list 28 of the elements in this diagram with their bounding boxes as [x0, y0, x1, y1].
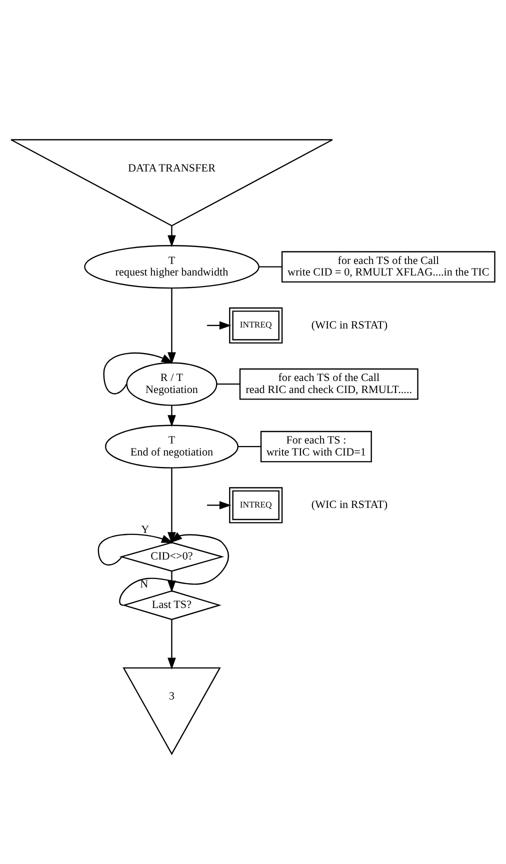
- node-box: for each TS of the Call write CID = 0, RMULT XFLAG....in the TIC: [281, 250, 496, 282]
- node-box: For each TS : write TIC with CID=1: [260, 430, 372, 462]
- node-ellipse: T End of negotiation: [104, 424, 238, 468]
- connector: [238, 445, 261, 447]
- edge-label: Y: [141, 523, 150, 536]
- connector: [216, 382, 240, 384]
- node-ellipse: T request higher bandwidth: [84, 244, 260, 288]
- arrow: [168, 225, 176, 247]
- arrow: [168, 570, 176, 592]
- node-diamond: Last TS?: [122, 590, 222, 620]
- arrow: [168, 619, 176, 670]
- node-box: INTREQ: [229, 486, 283, 523]
- arrow: [168, 288, 176, 364]
- node-label: (WIC in RSTAT): [311, 498, 388, 511]
- arrow: [207, 500, 232, 509]
- node-ellipse: R / T Negotiation: [126, 362, 218, 406]
- node-box: INTREQ: [229, 306, 283, 344]
- arrow: [119, 532, 229, 606]
- node-diamond: CID<>0?: [119, 541, 224, 572]
- arrow: [103, 352, 174, 394]
- arrow: [207, 320, 232, 330]
- node-label: (WIC in RSTAT): [311, 318, 388, 331]
- arrow: [168, 405, 176, 426]
- connector: [258, 266, 282, 267]
- arrow: [168, 468, 176, 544]
- arrow: [98, 533, 174, 565]
- node-box: for each TS of the Call read RIC and check CID, RMULT.....: [239, 368, 418, 400]
- edge-label: N: [140, 578, 148, 590]
